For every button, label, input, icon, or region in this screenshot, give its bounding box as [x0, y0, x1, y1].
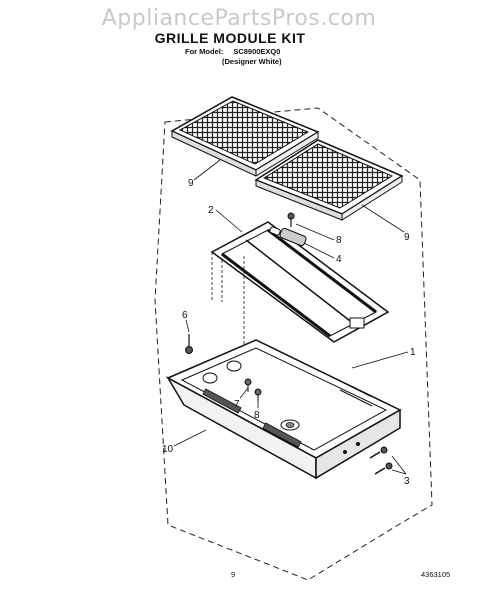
- diagram-title: GRILLE MODULE KIT: [154, 30, 306, 46]
- document-number: 4363105: [421, 570, 451, 579]
- drip-pan-housing: [165, 339, 402, 480]
- callout-2: 2: [208, 205, 214, 216]
- grill-grate-right: [254, 139, 404, 221]
- callout-6: 6: [182, 310, 188, 321]
- callout-8-upper: 8: [336, 235, 342, 246]
- kit-boundary-outline: [154, 107, 433, 581]
- callout-10: 10: [162, 444, 174, 455]
- callout-8-lower: 8: [254, 410, 260, 421]
- model-variant: (Designer White): [222, 57, 282, 66]
- watermark-text: AppliancePartsPros.com: [101, 6, 377, 31]
- callout-9-left: 9: [188, 178, 194, 189]
- clip-and-screw-parts: [244, 378, 262, 402]
- screw-part-upper: [287, 212, 295, 227]
- callout-9-right: 9: [404, 232, 410, 243]
- page-number: 9: [231, 570, 236, 579]
- grill-grate-left: [170, 96, 320, 177]
- callout-4: 4: [336, 254, 342, 265]
- model-number: SC8900EXQ0: [233, 47, 281, 56]
- terminal-block-part: [269, 226, 307, 247]
- screw-part-left: [185, 334, 193, 354]
- callout-1: 1: [410, 347, 416, 358]
- callout-3: 3: [404, 476, 410, 487]
- model-label: For Model:: [185, 47, 224, 56]
- model-line: For Model: SC8900EXQ0: [185, 47, 280, 56]
- callout-leaders: [173, 159, 409, 475]
- heating-element-assembly: [210, 221, 390, 350]
- callout-7: 7: [234, 399, 240, 410]
- mounting-screws: [369, 446, 393, 475]
